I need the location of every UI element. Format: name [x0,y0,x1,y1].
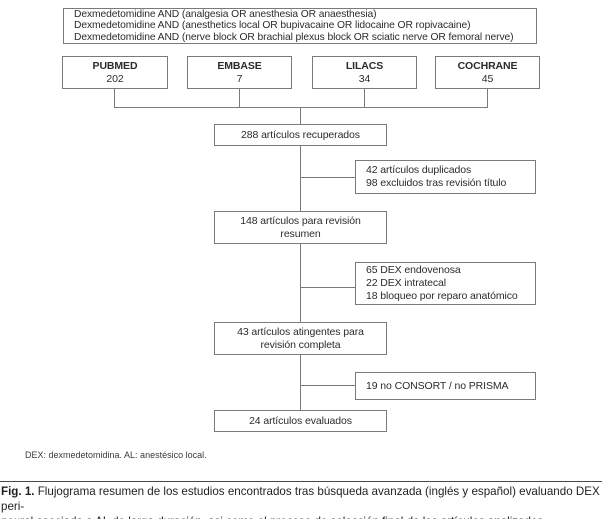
flow-box-evaluated: 24 artículos evaluados [214,410,387,432]
connector-line [300,244,301,322]
exclusion-box-duplicates: 42 artículos duplicados 98 excluidos tra… [355,160,536,194]
database-name: COCHRANE [457,59,518,72]
connector-line [300,177,355,178]
connector-line [364,89,365,107]
exclusion-box-other-route: 65 DEX endovenosa 22 DEX intratecal 18 b… [355,262,536,305]
flow-box-text: 43 artículos atingentes para [237,325,364,338]
figure-caption-line2: neural asociado a AL de larga duración, … [1,515,546,519]
flow-box-text: 24 artículos evaluados [249,414,352,427]
exclusion-text: 42 artículos duplicados [366,164,472,176]
figure-caption-line1: Flujograma resumen de los estudios encon… [1,485,600,513]
database-name: LILACS [345,59,384,72]
database-name: PUBMED [92,59,138,72]
database-box-cochrane: COCHRANE 45 [435,56,540,89]
connector-line [487,89,488,107]
database-box-lilacs: LILACS 34 [312,56,417,89]
connector-line [300,107,301,124]
flow-box-text: 288 artículos recuperados [241,128,360,141]
flow-box-text: revisión completa [260,338,341,351]
flow-box-retrieved: 288 artículos recuperados [214,124,387,146]
database-count: 202 [106,72,124,85]
exclusion-text: 18 bloqueo por reparo anatómico [366,290,518,302]
exclusion-text: 98 excluidos tras revisión título [366,177,507,189]
flow-box-text: 148 artículos para revisión [240,214,361,227]
connector-line [239,89,240,107]
search-query-line: Dexmedetomidine AND (analgesia OR anesth… [74,9,377,21]
connector-line [114,89,115,107]
flow-box-abstract-review: 148 artículos para revisión resumen [214,211,387,244]
exclusion-text: 19 no CONSORT / no PRISMA [366,379,509,392]
connector-line [300,287,355,288]
connector-line [300,355,301,410]
flow-box-text: resumen [280,227,321,240]
search-query-box: Dexmedetomidine AND (analgesia OR anesth… [63,8,537,44]
database-count: 7 [236,72,243,85]
connector-line [300,385,355,386]
exclusion-text: 65 DEX endovenosa [366,264,461,276]
flow-box-full-review: 43 artículos atingentes para revisión co… [214,322,387,355]
connector-line [300,146,301,211]
exclusion-box-no-consort: 19 no CONSORT / no PRISMA [355,372,536,400]
database-count: 34 [358,72,371,85]
database-box-embase: EMBASE 7 [187,56,292,89]
caption-divider [0,481,602,482]
abbreviation-footnote: DEX: dexmedetomidina. AL: anestésico loc… [25,450,207,460]
database-box-pubmed: PUBMED 202 [62,56,168,89]
search-query-line: Dexmedetomidine AND (nerve block OR brac… [74,31,514,43]
exclusion-text: 22 DEX intratecal [366,277,447,289]
figure-caption: Fig. 1. Flujograma resumen de los estudi… [1,485,601,519]
database-count: 45 [481,72,494,85]
connector-line [114,107,488,108]
database-name: EMBASE [217,59,262,72]
figure-caption-label: Fig. 1. [1,485,35,498]
search-query-line: Dexmedetomidine AND (anesthetics local O… [74,20,471,32]
